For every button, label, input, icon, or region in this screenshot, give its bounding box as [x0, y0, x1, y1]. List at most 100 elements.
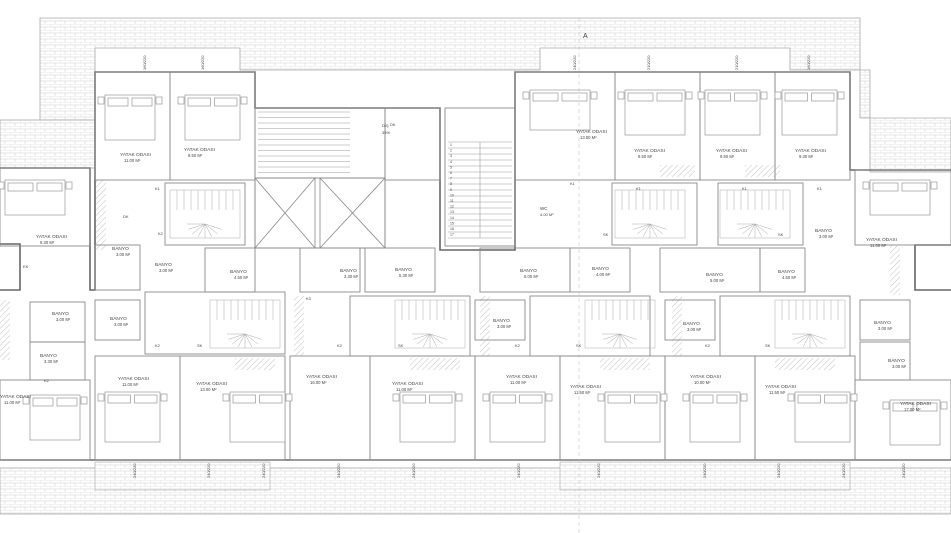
- roof-left: [0, 119, 96, 169]
- stair-step: [422, 333, 431, 348]
- section-marker-label: A: [583, 33, 588, 40]
- window-size-text: 240/220: [841, 463, 846, 478]
- stair-step: [642, 223, 651, 238]
- room-name: YATAK ODASI: [118, 376, 149, 382]
- window-size-text: 210/220: [646, 55, 651, 70]
- pillow: [56, 397, 78, 407]
- stair-number: 2: [450, 149, 452, 153]
- bed: [97, 391, 168, 443]
- nightstand: [774, 91, 782, 100]
- room-area: 17.00 M²: [904, 407, 921, 412]
- stair-step: [649, 223, 667, 230]
- stair-step: [603, 333, 621, 340]
- duplex-stair: [169, 189, 241, 239]
- stair-number: 5: [450, 165, 452, 169]
- window-size-text: 240/220: [596, 463, 601, 478]
- stair-step: [637, 223, 651, 235]
- room-name: YATAK ODASI: [576, 129, 607, 135]
- room-area: 9.30 M²: [799, 154, 814, 159]
- stair-number: 6: [450, 171, 452, 175]
- nightstand: [97, 393, 105, 402]
- elevator-shafts: [254, 177, 386, 249]
- window-size: 160/220: [806, 55, 811, 70]
- pillow: [707, 92, 731, 102]
- door-code: K2: [337, 343, 343, 348]
- duplex-stair: [394, 299, 466, 349]
- pillow: [811, 92, 835, 102]
- door-code: K1: [636, 186, 642, 191]
- pillow: [7, 182, 34, 192]
- room-name: YATAK ODASI: [634, 148, 665, 154]
- pillow: [259, 394, 283, 404]
- window-size-text: 210/220: [734, 55, 739, 70]
- nightstand: [760, 91, 768, 100]
- room-name: BANYO: [230, 269, 247, 275]
- window-size-text: 240/220: [132, 463, 137, 478]
- bed: [682, 391, 748, 443]
- window-size: 210/220: [646, 55, 651, 70]
- stair-number: 14: [450, 216, 454, 220]
- door-code: SK: [603, 232, 609, 237]
- room-area: 11.50 M²: [769, 390, 786, 395]
- window-size-text: 240/220: [572, 55, 577, 70]
- door-code: DK: [390, 122, 396, 127]
- door-code: DK: [123, 214, 129, 219]
- room-name: BANYO: [112, 246, 129, 252]
- door-code: K1: [155, 186, 161, 191]
- stair-step: [738, 223, 756, 230]
- room-name: BANYO: [520, 268, 537, 274]
- room-area: 3.00 M²: [497, 324, 512, 329]
- window-size-text: 240/220: [901, 463, 906, 478]
- door-code: K2: [705, 343, 711, 348]
- pillow: [492, 394, 516, 404]
- window-size: 160/220: [200, 55, 205, 70]
- stair-step: [619, 333, 637, 340]
- window-size: 240/220: [776, 463, 781, 478]
- door-code: K2: [515, 343, 521, 348]
- door-code: SK: [576, 343, 582, 348]
- pillow: [692, 394, 714, 404]
- nightstand: [940, 401, 948, 410]
- door-code: K3: [306, 296, 312, 301]
- stair-step: [754, 223, 763, 238]
- bed: [522, 89, 598, 131]
- room-area: 3.00 M²: [114, 322, 129, 327]
- room-area: 3.00 M²: [687, 327, 702, 332]
- stair-step: [197, 223, 206, 238]
- room-area: 3.00 M²: [56, 317, 71, 322]
- room-name: BANYO: [340, 268, 357, 274]
- bed: [597, 391, 668, 443]
- room-area: 3.00 M²: [116, 252, 131, 257]
- door-code: SK: [398, 343, 404, 348]
- stair-step: [204, 223, 218, 235]
- room-area: 3.00 M²: [892, 364, 907, 369]
- bed: [617, 89, 693, 136]
- stair-step: [232, 333, 246, 345]
- nightstand: [155, 96, 163, 105]
- nightstand: [285, 393, 293, 402]
- window-size: 240/220: [132, 463, 137, 478]
- room-area: 13.00 M²: [200, 387, 217, 392]
- pillow: [634, 394, 658, 404]
- bed-furniture: [0, 89, 948, 446]
- stair-step: [754, 223, 772, 230]
- stair-number: 4: [450, 160, 452, 164]
- pillow: [532, 92, 559, 102]
- pillow: [402, 394, 426, 404]
- nightstand: [545, 393, 553, 402]
- stair-number: 12: [450, 205, 454, 209]
- room-area: 3.30 M²: [44, 359, 59, 364]
- duplex-stair: [774, 299, 846, 349]
